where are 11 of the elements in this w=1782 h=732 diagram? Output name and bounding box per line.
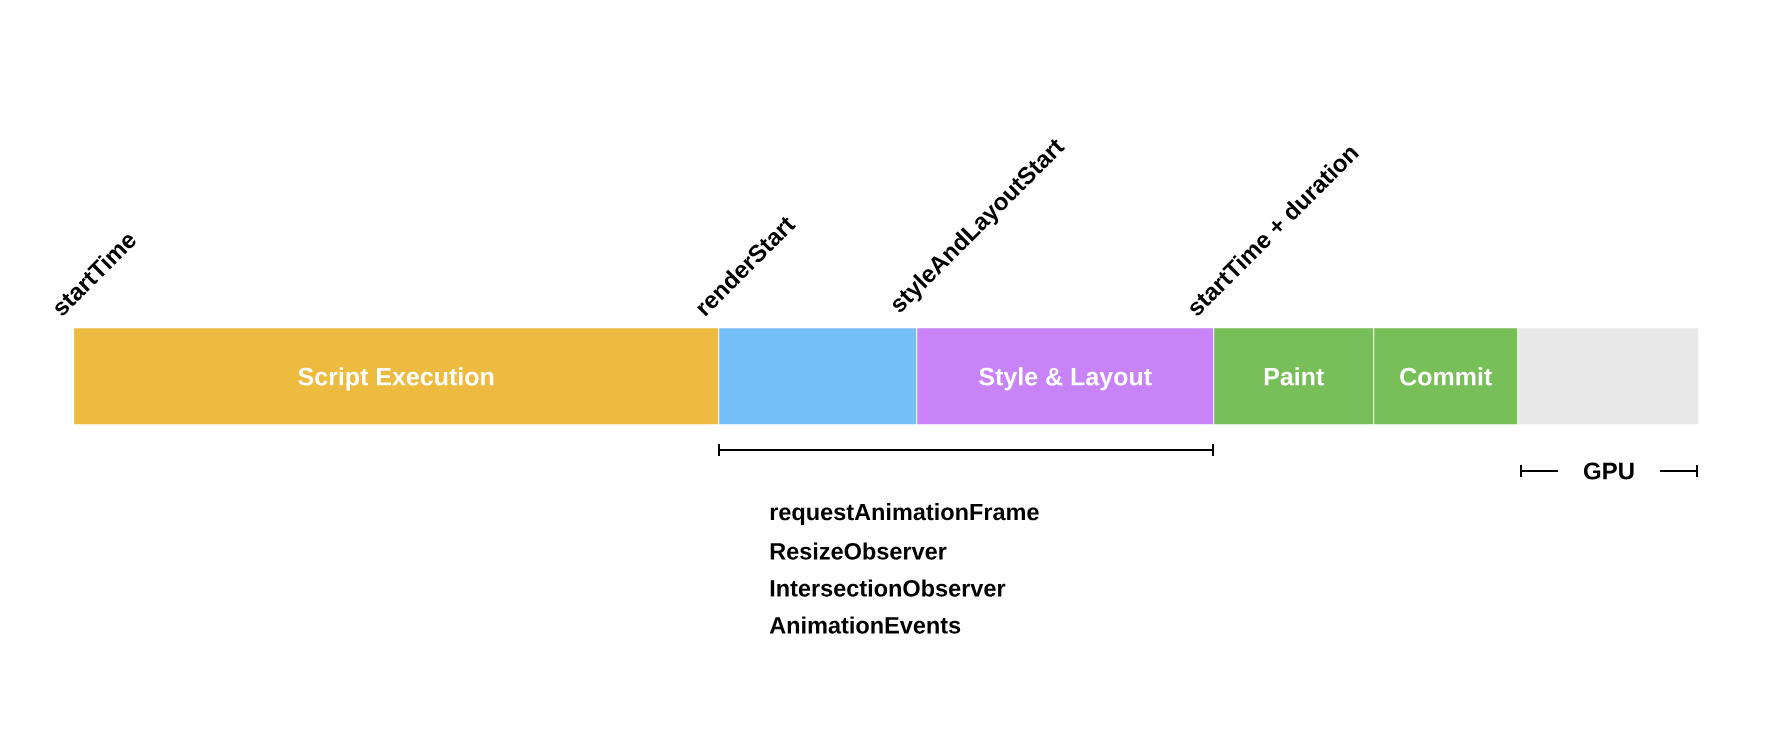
api-label: ResizeObserver xyxy=(770,542,947,560)
bar-segment: Commit xyxy=(1374,328,1518,425)
api-label: requestAnimationFrame xyxy=(770,503,1039,525)
api-label: AnimationEvents xyxy=(769,616,961,634)
gpu-label: GPU xyxy=(1584,462,1634,480)
node-label: Paint xyxy=(1264,367,1324,386)
bar-segment: Style & Layout xyxy=(917,328,1214,425)
bar-segment: Paint xyxy=(1214,328,1374,425)
api-label: IntersectionObserver xyxy=(770,579,1006,597)
node-label: Commit xyxy=(1400,367,1492,386)
bar-segment: Script Execution xyxy=(74,328,719,425)
